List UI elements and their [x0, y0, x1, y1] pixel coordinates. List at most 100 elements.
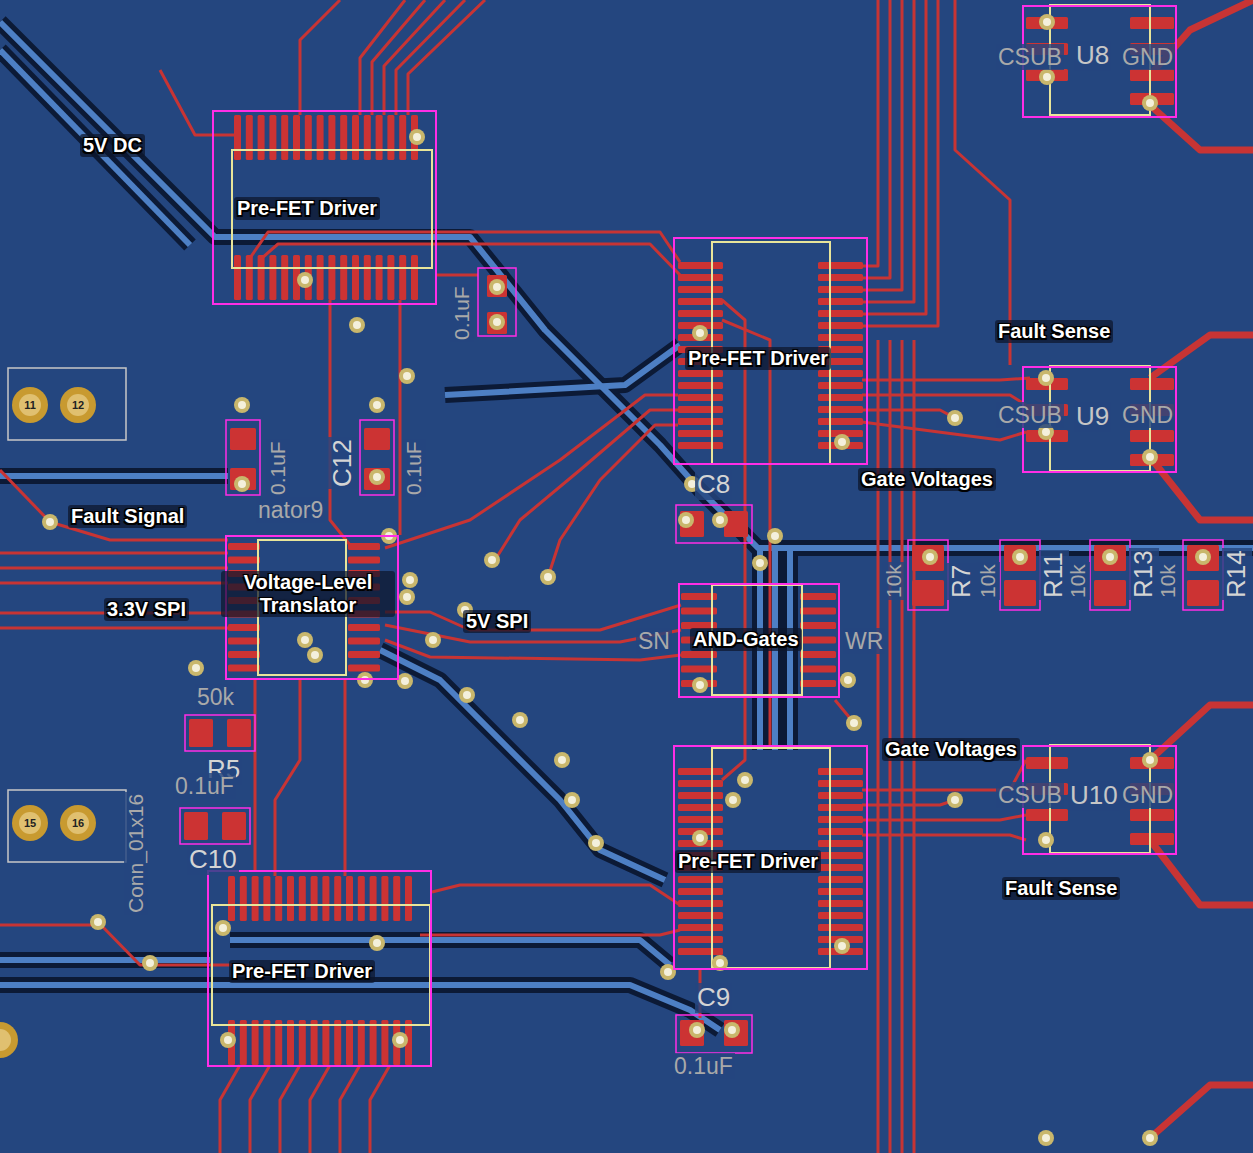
- smd-pad: [281, 115, 288, 160]
- via-hole: [716, 516, 724, 524]
- via: [947, 792, 963, 808]
- via: [846, 715, 862, 731]
- via: [752, 555, 768, 571]
- smd-pad: [680, 1020, 704, 1046]
- smd-pad: [1187, 580, 1219, 606]
- power-trace: [1150, 1085, 1253, 1138]
- via: [297, 272, 313, 288]
- via: [489, 314, 505, 330]
- front-trace: [344, 680, 347, 876]
- smd-pad: [348, 651, 380, 658]
- via-hole: [238, 480, 246, 488]
- via-hole: [838, 942, 846, 950]
- via-hole: [192, 664, 200, 672]
- smd-pad: [381, 1020, 388, 1065]
- smd-pad: [287, 876, 294, 921]
- front-trace: [862, 378, 1030, 380]
- via: [397, 673, 413, 689]
- smd-pad: [352, 255, 359, 300]
- annotation-label: Fault Sense: [1002, 877, 1120, 900]
- silkscreen-text: CSUB: [996, 782, 1064, 808]
- via: [349, 317, 365, 333]
- component-outline: Pre-FET Driver: [207, 870, 432, 1067]
- via: [1142, 95, 1158, 111]
- smd-pad: [818, 816, 863, 823]
- smd-pad: [317, 115, 324, 160]
- silkscreen-text: 10k: [976, 562, 1000, 600]
- via: [90, 914, 106, 930]
- silkscreen-text: 0.1uF: [173, 773, 236, 799]
- smd-pad: [818, 262, 863, 269]
- via-hole: [544, 573, 552, 581]
- via-hole: [146, 959, 154, 967]
- smd-pad: [800, 637, 836, 644]
- smd-pad: [678, 792, 723, 799]
- smd-pad: [818, 286, 863, 293]
- smd-pad: [240, 1020, 247, 1065]
- courtyard: [185, 715, 255, 751]
- via: [725, 792, 741, 808]
- silkscreen-text: 0.1uF: [672, 1053, 735, 1079]
- smd-pad: [328, 255, 335, 300]
- smd-pad: [678, 370, 723, 377]
- via-hole: [361, 676, 369, 684]
- through-hole-pad: [12, 805, 48, 841]
- via-hole: [1043, 73, 1051, 81]
- component-outline: AND-Gates: [678, 583, 840, 698]
- smd-pad: [405, 876, 412, 921]
- vias: [42, 14, 1211, 1146]
- front-trace: [437, 274, 478, 277]
- smd-pad: [228, 665, 260, 672]
- via: [692, 325, 708, 341]
- smd-pad: [227, 719, 251, 747]
- through-hole-pad: [12, 387, 48, 423]
- smd-pad: [263, 1020, 270, 1065]
- via-hole: [463, 691, 471, 699]
- via: [554, 752, 570, 768]
- reference-designator: C10: [187, 845, 239, 875]
- power-trace: [1150, 457, 1253, 520]
- smd-pad: [1004, 545, 1036, 571]
- smd-pad: [1130, 833, 1174, 845]
- front-trace: [722, 320, 770, 745]
- front-trace: [340, 1065, 360, 1153]
- smd-pad: [800, 608, 836, 615]
- via-hole: [413, 133, 421, 141]
- silkscreen-text: 0.1uF: [450, 284, 474, 342]
- reference-designator: U10: [1068, 781, 1120, 811]
- smd-pad: [376, 115, 383, 160]
- smd-pad: [818, 888, 863, 895]
- trace-clearance: [0, 22, 1253, 548]
- via-hole: [46, 518, 54, 526]
- via-hole: [696, 834, 704, 842]
- via-hole: [224, 1036, 232, 1044]
- via-hole: [729, 796, 737, 804]
- header-outline: [8, 790, 126, 862]
- smd-pad: [487, 312, 507, 334]
- via: [425, 632, 441, 648]
- smd-pad: [678, 298, 723, 305]
- front-trace: [862, 0, 938, 326]
- via: [678, 512, 694, 528]
- component-outline: Pre-FET Driver: [673, 745, 868, 970]
- front-trace: [250, 232, 680, 262]
- smd-pad: [1187, 545, 1219, 571]
- silkscreen: [8, 5, 1223, 1053]
- silkscreen-text: 50k: [195, 684, 236, 710]
- smd-pad: [678, 406, 723, 413]
- via-hole: [844, 676, 852, 684]
- front-trace: [862, 0, 926, 314]
- silkscreen-text: Conn_01x16: [124, 792, 148, 915]
- back-copper: [0, 22, 1253, 1030]
- smd-pad: [358, 1020, 365, 1065]
- smd-pad: [678, 382, 723, 389]
- smd-pad: [818, 382, 863, 389]
- smd-pad: [818, 840, 863, 847]
- front-trace: [408, 0, 485, 115]
- smd-pad: [252, 876, 259, 921]
- via: [1012, 549, 1028, 565]
- back-trace: [0, 50, 190, 245]
- front-trace: [548, 425, 678, 577]
- smd-pad: [678, 768, 723, 775]
